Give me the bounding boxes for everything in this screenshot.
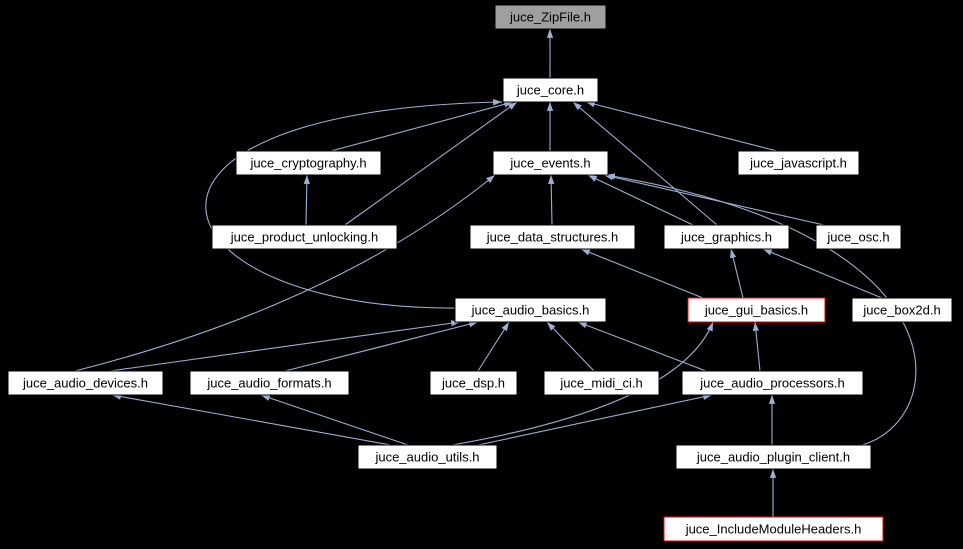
node-label-cryptography: juce_cryptography.h bbox=[249, 156, 366, 171]
node-box-audio_devices[interactable] bbox=[7, 370, 164, 396]
edge-gui_basics-graphics bbox=[730, 248, 744, 299]
node-audio_plugin_client[interactable]: juce_audio_plugin_client.h bbox=[675, 444, 872, 470]
node-box-product_unlocking[interactable] bbox=[211, 224, 398, 250]
node-osc[interactable]: juce_osc.h bbox=[815, 224, 902, 250]
node-label-box2d: juce_box2d.h bbox=[862, 303, 940, 318]
edge-graphics-events bbox=[587, 174, 694, 226]
node-box-data_structures[interactable] bbox=[469, 224, 636, 250]
node-box-audio_basics[interactable] bbox=[454, 297, 607, 323]
edge-audio_utils-audio_processors bbox=[477, 393, 713, 446]
node-box-javascript[interactable] bbox=[737, 150, 860, 176]
node-label-midi_ci: juce_midi_ci.h bbox=[559, 376, 642, 391]
node-audio_devices[interactable]: juce_audio_devices.h bbox=[7, 370, 164, 396]
edge-cryptography-core bbox=[330, 101, 514, 152]
edge-audio_basics-core bbox=[205, 99, 503, 309]
node-box-zipfile[interactable] bbox=[494, 4, 607, 30]
edge-osc-events bbox=[603, 173, 825, 226]
node-label-javascript: juce_javascript.h bbox=[749, 156, 847, 171]
node-graphics[interactable]: juce_graphics.h bbox=[663, 224, 790, 250]
node-label-graphics: juce_graphics.h bbox=[680, 230, 772, 245]
edge-audio_utils-audio_devices bbox=[111, 393, 392, 446]
node-audio_processors[interactable]: juce_audio_processors.h bbox=[681, 370, 864, 396]
node-label-audio_devices: juce_audio_devices.h bbox=[22, 376, 148, 391]
node-label-audio_processors: juce_audio_processors.h bbox=[699, 376, 845, 391]
edge-audio_processors-audio_basics bbox=[577, 321, 707, 372]
node-zipfile[interactable]: juce_ZipFile.h bbox=[494, 4, 607, 30]
node-box-audio_processors[interactable] bbox=[681, 370, 864, 396]
node-box-core[interactable] bbox=[502, 77, 599, 103]
node-label-dsp: juce_dsp.h bbox=[441, 376, 505, 391]
node-box-gui_basics[interactable] bbox=[687, 297, 826, 323]
node-label-audio_utils: juce_audio_utils.h bbox=[374, 450, 479, 465]
node-label-zipfile: juce_ZipFile.h bbox=[509, 10, 591, 25]
node-audio_utils[interactable]: juce_audio_utils.h bbox=[357, 444, 498, 470]
node-label-osc: juce_osc.h bbox=[826, 230, 889, 245]
node-box2d[interactable]: juce_box2d.h bbox=[851, 297, 953, 323]
node-events[interactable]: juce_events.h bbox=[492, 150, 609, 176]
node-audio_basics[interactable]: juce_audio_basics.h bbox=[454, 297, 607, 323]
node-box-dsp[interactable] bbox=[429, 370, 518, 396]
node-box-box2d[interactable] bbox=[851, 297, 953, 323]
edge-midi_ci-audio_basics bbox=[546, 321, 595, 372]
node-label-events: juce_events.h bbox=[509, 156, 590, 171]
node-box-audio_plugin_client[interactable] bbox=[675, 444, 872, 470]
node-gui_basics[interactable]: juce_gui_basics.h bbox=[687, 297, 826, 323]
node-box-graphics[interactable] bbox=[663, 224, 790, 250]
node-label-core: juce_core.h bbox=[516, 83, 584, 98]
node-core[interactable]: juce_core.h bbox=[502, 77, 599, 103]
edge-audio_plugin_client-events bbox=[605, 173, 917, 446]
node-label-gui_basics: juce_gui_basics.h bbox=[704, 303, 808, 318]
edge-dsp-audio_basics bbox=[477, 321, 510, 372]
edge-audio_formats-audio_basics bbox=[284, 321, 479, 372]
node-label-data_structures: juce_data_structures.h bbox=[486, 230, 619, 245]
edge-audio_utils-audio_formats bbox=[260, 394, 409, 446]
node-data_structures[interactable]: juce_data_structures.h bbox=[469, 224, 636, 250]
node-label-product_unlocking: juce_product_unlocking.h bbox=[230, 230, 378, 245]
node-box-osc[interactable] bbox=[815, 224, 902, 250]
node-box-cryptography[interactable] bbox=[235, 150, 382, 176]
edge-audio_devices-audio_basics bbox=[109, 320, 461, 372]
edge-product_unlocking-cryptography bbox=[303, 174, 310, 226]
node-label-audio_formats: juce_audio_formats.h bbox=[206, 376, 331, 391]
node-cryptography[interactable]: juce_cryptography.h bbox=[235, 150, 382, 176]
node-product_unlocking[interactable]: juce_product_unlocking.h bbox=[211, 224, 398, 250]
node-box-audio_utils[interactable] bbox=[357, 444, 498, 470]
edge-box2d-graphics bbox=[762, 248, 883, 299]
node-audio_formats[interactable]: juce_audio_formats.h bbox=[189, 370, 350, 396]
edge-data_structures-events bbox=[548, 174, 555, 226]
node-box-midi_ci[interactable] bbox=[543, 370, 660, 396]
node-label-audio_basics: juce_audio_basics.h bbox=[471, 303, 590, 318]
node-javascript[interactable]: juce_javascript.h bbox=[737, 150, 860, 176]
edge-product_unlocking-core bbox=[344, 101, 518, 226]
edge-audio_devices-events bbox=[74, 174, 496, 372]
edge-gui_basics-data_structures bbox=[580, 248, 704, 299]
node-dsp[interactable]: juce_dsp.h bbox=[429, 370, 518, 396]
edge-graphics-core bbox=[572, 101, 718, 226]
edge-audio_processors-gui_basics bbox=[752, 321, 761, 372]
node-box-audio_formats[interactable] bbox=[189, 370, 350, 396]
node-box-include_module_headers[interactable] bbox=[663, 516, 884, 542]
node-include_module_headers[interactable]: juce_IncludeModuleHeaders.h bbox=[663, 516, 884, 542]
edge-javascript-core bbox=[585, 101, 778, 152]
node-box-events[interactable] bbox=[492, 150, 609, 176]
node-midi_ci[interactable]: juce_midi_ci.h bbox=[543, 370, 660, 396]
node-label-include_module_headers: juce_IncludeModuleHeaders.h bbox=[685, 522, 862, 537]
node-label-audio_plugin_client: juce_audio_plugin_client.h bbox=[696, 450, 850, 465]
